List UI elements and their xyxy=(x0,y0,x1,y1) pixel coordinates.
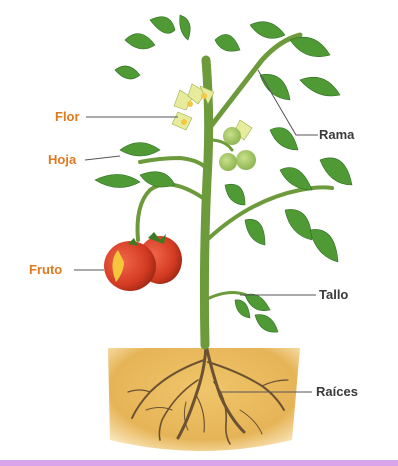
label-raices: Raíces xyxy=(316,384,358,399)
leader-lines xyxy=(74,70,318,392)
label-fruto: Fruto xyxy=(29,262,62,277)
label-flor: Flor xyxy=(55,109,80,124)
red-fruits xyxy=(104,232,182,291)
bottom-accent-bar xyxy=(0,460,398,466)
label-hoja: Hoja xyxy=(48,152,77,167)
label-rama: Rama xyxy=(319,127,355,142)
green-fruits xyxy=(219,127,256,171)
label-tallo: Tallo xyxy=(319,287,348,302)
